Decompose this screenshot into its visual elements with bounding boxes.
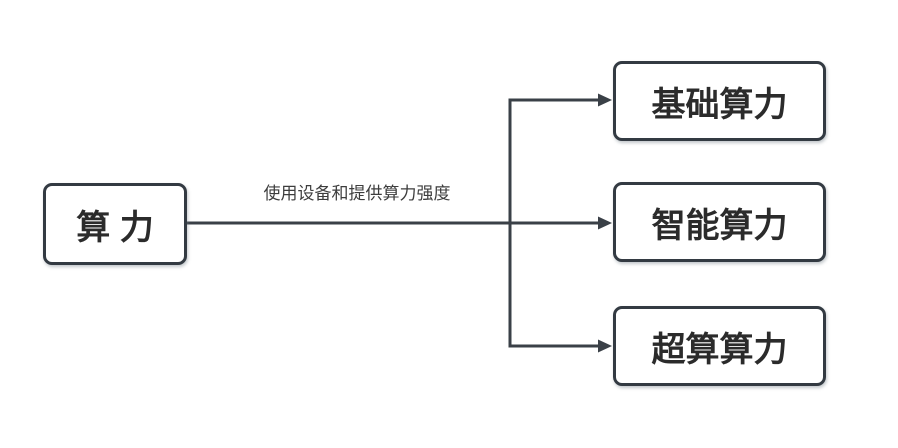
edge-branch-bottom: [508, 223, 598, 348]
node-intelligent-computing-label: 智能算力: [651, 206, 788, 245]
node-intelligent-computing[interactable]: 智能算力: [613, 182, 826, 262]
node-supercomputing-label: 超算算力: [651, 330, 788, 369]
arrowhead-top-icon: [598, 93, 612, 107]
edge-branch-top: [508, 98, 598, 223]
node-computing-power[interactable]: 算 力: [43, 183, 187, 265]
arrowhead-middle-icon: [598, 216, 612, 230]
node-supercomputing[interactable]: 超算算力: [613, 306, 826, 386]
edge-label: 使用设备和提供算力强度: [263, 184, 451, 203]
arrowheads: [598, 93, 612, 353]
node-computing-power-label: 算 力: [76, 208, 154, 247]
node-basic-computing-label: 基础算力: [651, 85, 788, 124]
node-basic-computing[interactable]: 基础算力: [613, 61, 826, 141]
edge-paths: [187, 98, 598, 348]
arrowhead-bottom-icon: [598, 339, 612, 353]
